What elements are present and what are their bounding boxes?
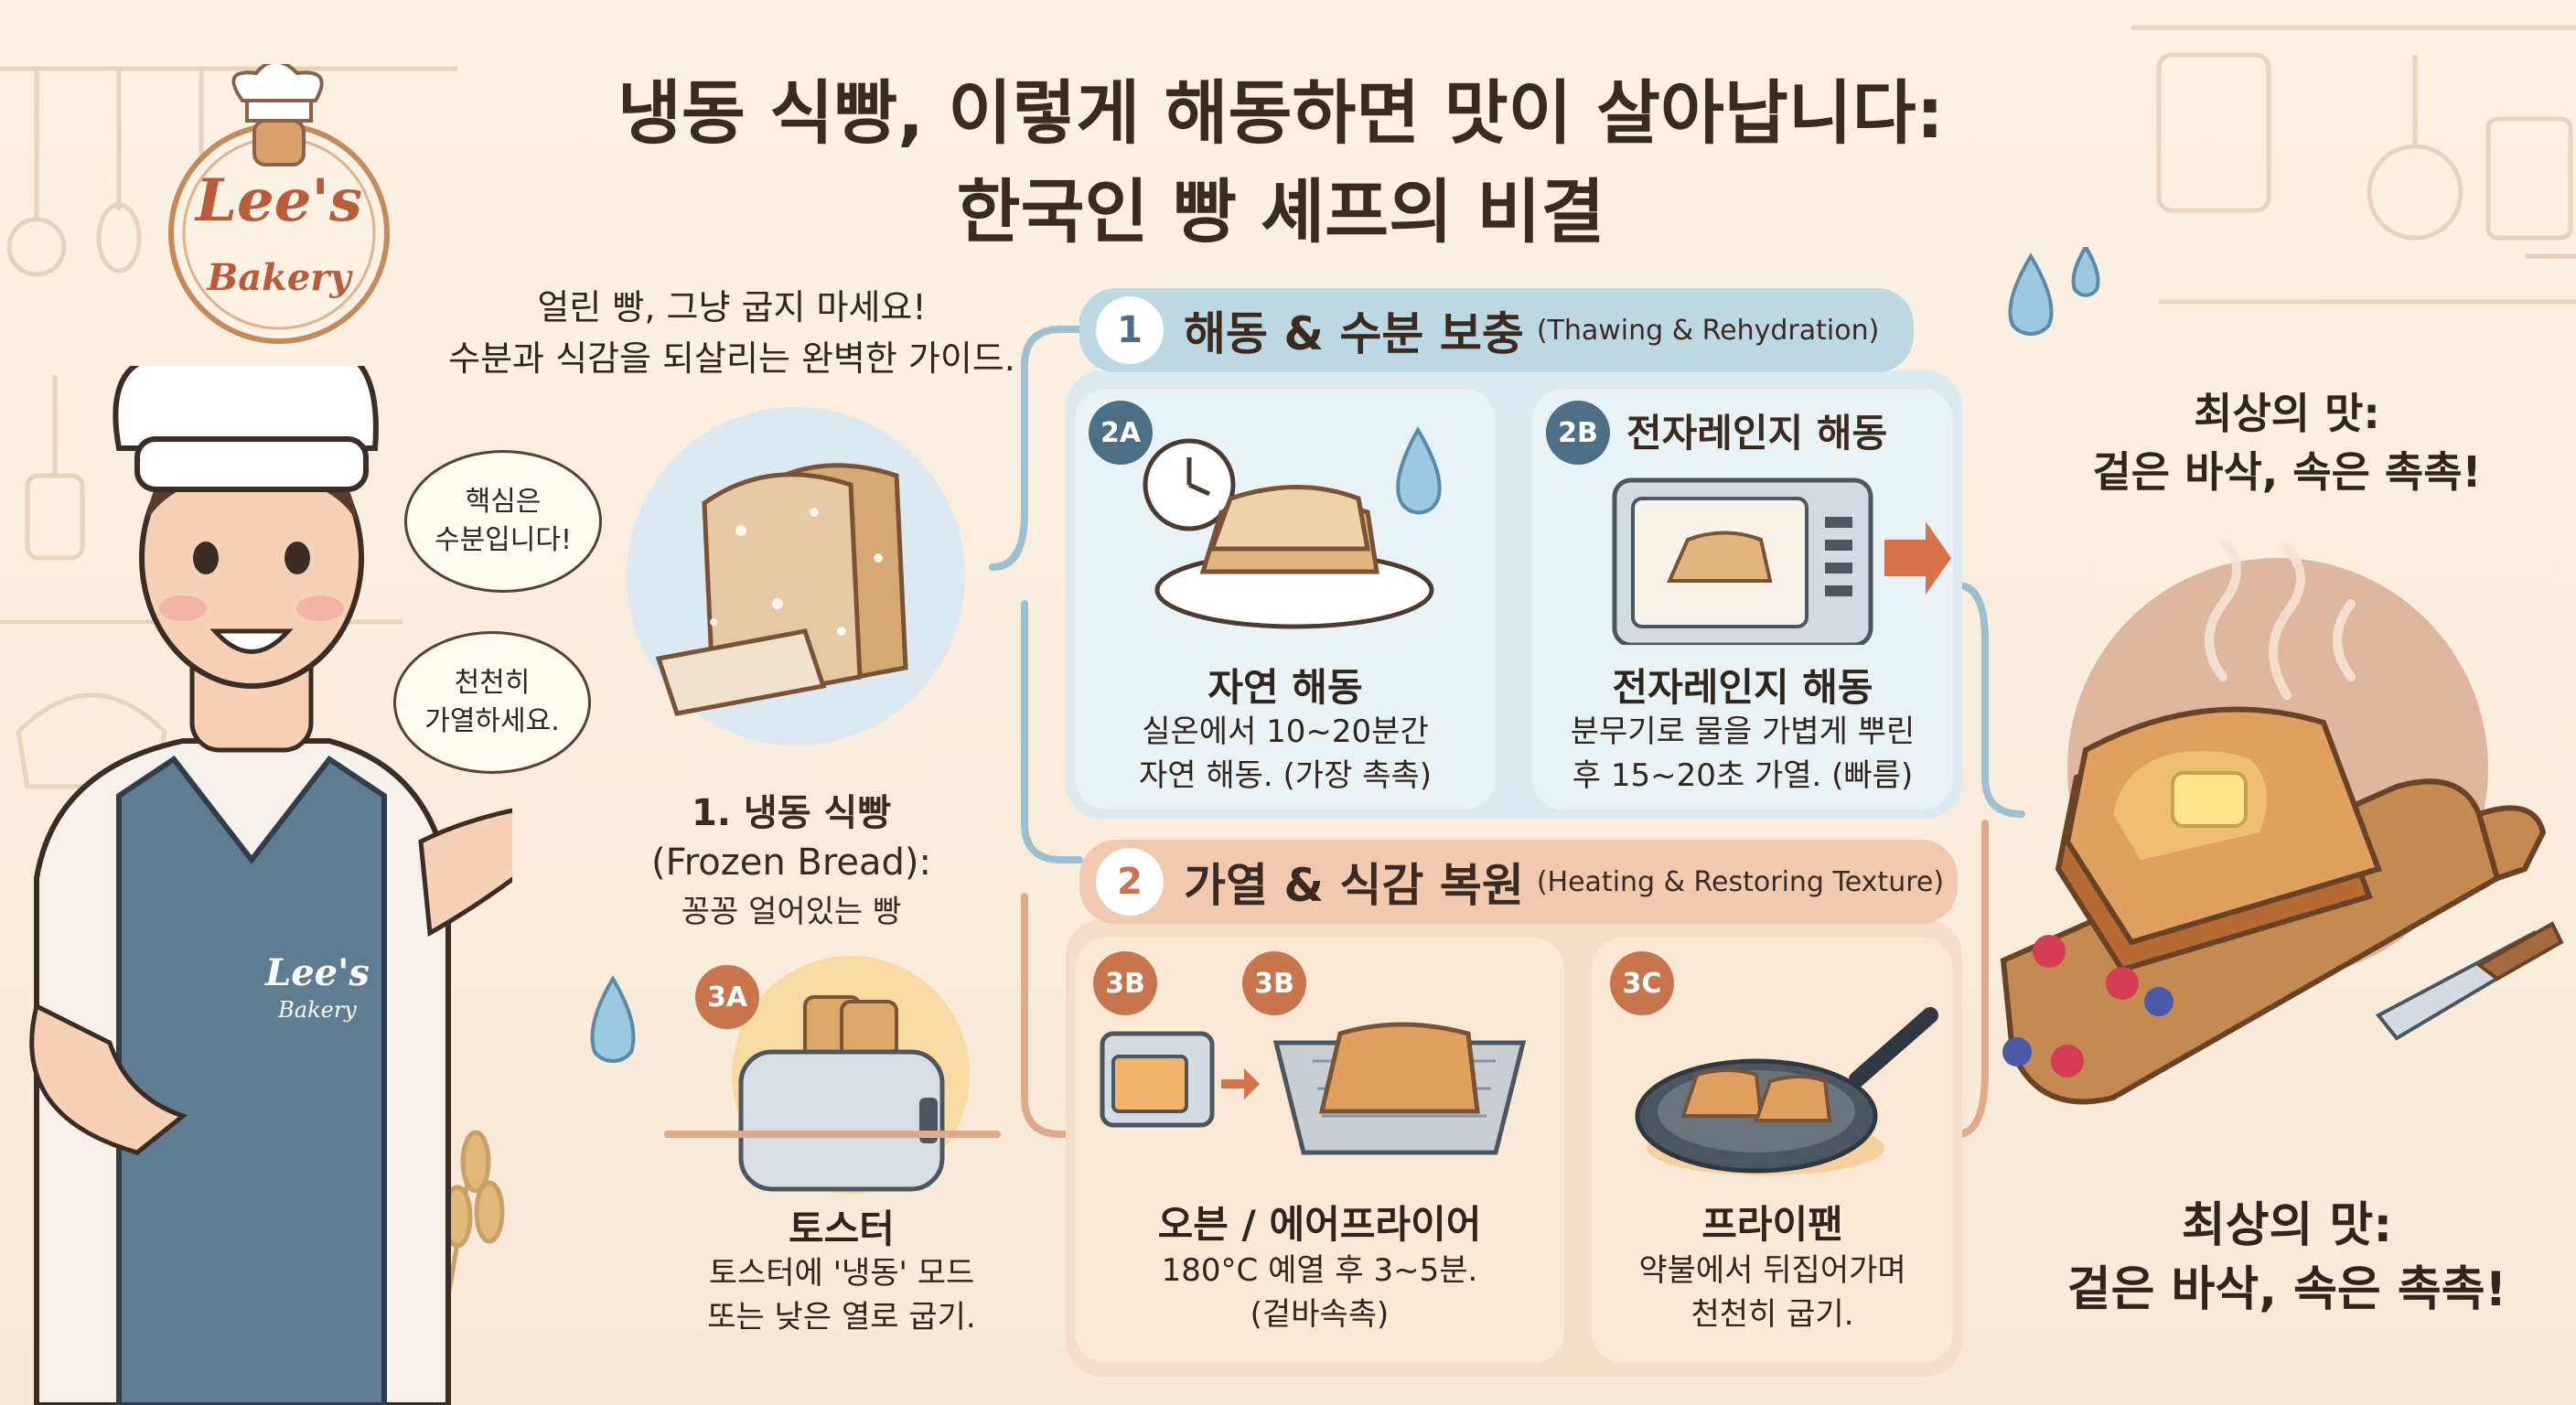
bubble-2-line-1: 천천히 [454, 667, 531, 699]
step-2-title: 가열 & 식감 복원 [1184, 859, 1524, 912]
step-2-number: 2 [1096, 848, 1164, 916]
toaster-line-2: 또는 낮은 열로 굽기. [707, 1299, 976, 1335]
frying-pan-line-2: 천천히 굽기. [1690, 1296, 1854, 1333]
oven-airfryer-title: 오븐 / 에어프라이어 [1157, 1202, 1482, 1247]
step-1-subtitle: (Thawing & Rehydration) [1536, 314, 1880, 347]
apron-subtitle: Bakery [278, 997, 357, 1023]
natural-thaw-title: 자연 해동 [1208, 665, 1363, 710]
best-bottom-line-2: 겉은 바삭, 속은 촉촉! [2066, 1262, 2507, 1317]
microwave-thaw-line-1: 분무기로 물을 가볍게 뿌린 [1570, 713, 1916, 750]
microwave-thaw-line-2: 후 15~20초 가열. (빠름) [1572, 757, 1914, 794]
frozen-bread-icon [627, 407, 965, 745]
natural-thaw-line-1: 실온에서 10~20분간 [1142, 713, 1429, 750]
oven-airfryer-icon [1100, 1022, 1527, 1155]
best-top-line-2: 겉은 바삭, 속은 촉촉! [2092, 447, 2482, 497]
logo-subtitle: Bakery [207, 256, 351, 299]
intro-text: 얼린 빵, 그냥 굽지 마세요! 수분과 식감을 되살리는 완벽한 가이드. [430, 282, 1034, 384]
apron-brand: Lee's [265, 951, 370, 994]
title-line-2: 한국인 빵 셰프의 비결 [956, 171, 1605, 252]
frying-pan-desc: 약불에서 뒤집어가며 천천히 굽기. [1592, 1249, 1953, 1336]
toaster-desc: 토스터에 '냉동' 모드 또는 낮은 열로 굽기. [659, 1251, 1025, 1339]
toast-illustration [2000, 540, 2564, 1105]
intro-line-1: 얼린 빵, 그냥 굽지 마세요! [537, 287, 927, 327]
frying-pan-line-1: 약불에서 뒤집어가며 [1638, 1252, 1906, 1289]
natural-thaw-desc: 실온에서 10~20분간 자연 해동. (가장 촉촉) [1075, 710, 1496, 798]
page-title: 냉동 식빵, 이렇게 해동하면 맛이 살아납니다: 한국인 빵 셰프의 비결 [494, 64, 2067, 262]
tag-3c: 3C [1610, 951, 1674, 1015]
water-drop-icon [590, 975, 636, 1063]
toaster-title: 토스터 [789, 1207, 895, 1251]
oven-airfryer-line-1: 180°C 예열 후 3~5분. [1161, 1252, 1478, 1289]
step-2-subtitle: (Heating & Restoring Texture) [1536, 865, 1945, 898]
microwave-header: 전자레인지 해동 [1626, 411, 1888, 456]
bubble-1-line-1: 핵심은 [465, 486, 542, 518]
frozen-bread-label: 1. 냉동 식빵 (Frozen Bread): 꽁꽁 얼어있는 빵 [640, 788, 942, 937]
frozen-line-3: 꽁꽁 얼어있는 빵 [681, 894, 902, 930]
step-1-title: 해동 & 수분 보충 [1184, 307, 1524, 360]
oven-airfryer-desc: 180°C 예열 후 3~5분. (겉바속촉) [1075, 1249, 1564, 1336]
natural-thaw-line-2: 자연 해동. (가장 촉촉) [1139, 757, 1432, 794]
oven-airfryer-line-2: (겉바속촉) [1250, 1296, 1390, 1333]
water-drops-icon [2008, 247, 2100, 336]
toaster-line-1: 토스터에 '냉동' 모드 [708, 1255, 975, 1292]
microwave-icon [1612, 477, 1951, 645]
logo-brand: Lee's [195, 166, 363, 235]
step-1-header: 1 해동 & 수분 보충 (Thawing & Rehydration) [1079, 288, 1914, 372]
best-taste-top: 최상의 맛: 겉은 바삭, 속은 촉촉! [2031, 384, 2543, 501]
tag-3b-airfryer: 3B [1242, 951, 1306, 1015]
best-bottom-line-1: 최상의 맛: [2181, 1198, 2393, 1253]
tag-3b-oven: 3B [1093, 951, 1157, 1015]
intro-line-2: 수분과 식감을 되살리는 완벽한 가이드. [448, 338, 1015, 379]
frozen-line-1: 1. 냉동 식빵 [691, 792, 892, 834]
bubble-2-line-2: 가열하세요. [424, 705, 560, 737]
tag-3a: 3A [695, 965, 759, 1029]
bubble-1-line-2: 수분입니다! [434, 524, 573, 556]
frying-pan-title: 프라이팬 [1701, 1202, 1843, 1247]
frozen-line-2: (Frozen Bread): [650, 842, 931, 884]
microwave-thaw-desc: 분무기로 물을 가볍게 뿌린 후 15~20초 가열. (빠름) [1532, 710, 1953, 798]
step-1-number: 1 [1096, 296, 1164, 364]
chef-illustration [29, 366, 512, 1405]
tag-2b: 2B [1546, 401, 1610, 465]
frying-pan-icon [1635, 1007, 1938, 1175]
microwave-thaw-title: 전자레인지 해동 [1612, 665, 1873, 710]
bakery-logo [168, 64, 390, 344]
best-top-line-1: 최상의 맛: [2194, 389, 2380, 438]
step-2-header: 2 가열 & 식감 복원 (Heating & Restoring Textur… [1079, 840, 1958, 924]
title-line-1: 냉동 식빵, 이렇게 해동하면 맛이 살아납니다: [617, 72, 1945, 154]
best-taste-bottom: 최상의 맛: 겉은 바삭, 속은 촉촉! [2031, 1194, 2543, 1322]
tag-2a: 2A [1089, 401, 1153, 465]
natural-thaw-icon [1143, 426, 1442, 629]
